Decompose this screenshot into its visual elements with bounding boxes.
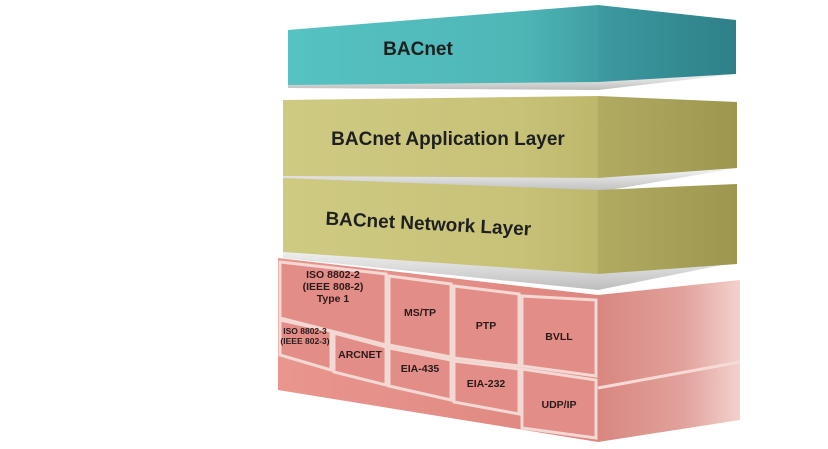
datalink-cells [278,260,598,440]
application-layer: BACnet Application Layer [283,96,737,192]
bacnet-layer: BACnet [288,5,736,90]
datalink-cell-labels: ISO 8802-2(IEEE 808-2)Type 1 ISO 8802-3(I… [280,269,576,411]
cell-ptp [452,284,521,368]
cell-label-arcnet-line-1: ARCNET [338,349,382,361]
cell-label-eia-485-line-1: EIA-435 [401,363,440,375]
cell-label-udp-ip-line-1: UDP/IP [541,399,576,411]
cell-label-iso-8802-3-line-2: (IEEE 802-3) [280,336,329,346]
cell-eia-232 [452,359,521,416]
network-layer: BACnet Network Layer [283,178,737,290]
application-layer-label: BACnet Application Layer [331,129,565,150]
cell-arcnet [332,331,388,387]
bacnet-layer-front [288,5,598,85]
cell-label-ptp-line-1: PTP [476,320,496,332]
cell-mstp [387,274,453,359]
network-layer-side [598,184,737,274]
cell-label-iso-8802-2-line-3: Type 1 [317,293,350,305]
datalink-block-side [598,280,740,442]
cell-label-iso-8802-2-line-2: (IEEE 808-2) [303,281,364,293]
application-layer-side [598,96,737,178]
network-layer-front [283,178,598,274]
cell-label-iso-8802-3-line-1: ISO 8802-3 [283,326,327,336]
cell-eia-485 [387,346,453,402]
datalink-block: ISO 8802-2(IEEE 808-2)Type 1 ISO 8802-3(I… [278,258,741,442]
bacnet-layer-side [598,5,736,82]
cell-udp-ip [520,367,598,440]
application-layer-front [283,96,598,178]
cell-iso-8802-3 [278,318,333,373]
cell-label-eia-232-line-1: EIA-232 [467,378,506,390]
bacnet-layer-label: BACnet [383,39,453,60]
cell-label-mstp-line-1: MS/TP [404,307,436,319]
cell-label-iso-8802-2-line-1: ISO 8802-2 [306,269,360,281]
cell-bvll [520,294,598,378]
cell-label-bvll-line-1: BVLL [545,331,573,343]
datalink-side-seam [597,360,741,390]
